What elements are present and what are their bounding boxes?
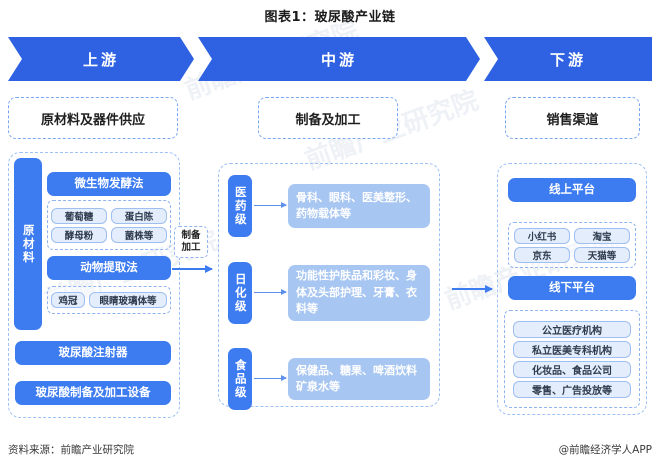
downstream-offline-platform[interactable]: 线下平台 (508, 276, 636, 300)
tag-tmall[interactable]: 天猫等 (574, 246, 630, 263)
header-downstream: 销售渠道 (505, 97, 640, 139)
downstream-online-platform[interactable]: 线上平台 (508, 178, 636, 202)
stage-upstream[interactable]: 上游 (8, 37, 194, 81)
tag-jd[interactable]: 京东 (514, 246, 570, 263)
tag-strain[interactable]: 菌株等 (111, 226, 167, 243)
tag-public-hospital[interactable]: 公立医疗机构 (513, 320, 631, 338)
midstream-detail-daily: 功能性护肤品和彩妆、身体及头部护理、牙膏、衣料等 (288, 265, 430, 321)
arrow-pharma (254, 201, 287, 209)
stage-downstream[interactable]: 下游 (484, 37, 652, 81)
downstream-offline-tags: 公立医疗机构 私立医美专科机构 化妆品、食品公司 零售、广告投放等 (504, 310, 640, 408)
stage-midstream[interactable]: 中游 (198, 37, 480, 81)
source-note: 资料来源：前瞻产业研究院 (8, 444, 134, 456)
upstream-animal-tags: 鸡冠 眼睛玻璃体等 (47, 286, 171, 314)
downstream-frame (497, 163, 647, 415)
header-upstream: 原材料及器件供应 (8, 97, 178, 139)
brand-credit: @前瞻经济学人APP (558, 444, 652, 456)
tag-glucose[interactable]: 葡萄糖 (51, 207, 107, 224)
upstream-equipment-machinery[interactable]: 玻尿酸制备及加工设备 (15, 381, 171, 405)
tag-retail-ads[interactable]: 零售、广告投放等 (513, 380, 631, 398)
downstream-online-tags: 小红书 淘宝 京东 天猫等 (508, 222, 636, 268)
midstream-grade-food[interactable]: 食品级 (228, 348, 252, 410)
tag-yeast[interactable]: 酵母粉 (51, 226, 107, 243)
upstream-frame (8, 152, 180, 418)
connector-label-line1: 制备 (181, 230, 201, 242)
connector-label-line2: 加工 (181, 242, 201, 253)
midstream-detail-food: 保健品、糖果、啤酒饮料矿泉水等 (288, 358, 430, 400)
midstream-frame (218, 163, 440, 407)
upstream-side-label: 原材料 (14, 158, 42, 330)
tag-vitreous[interactable]: 眼睛玻璃体等 (89, 292, 167, 308)
midstream-grade-daily[interactable]: 日化级 (228, 262, 252, 324)
tag-cockscomb[interactable]: 鸡冠 (51, 292, 85, 308)
page-title: 图表1：玻尿酸产业链 (264, 10, 396, 25)
tag-cosmetics-company[interactable]: 化妆品、食品公司 (513, 360, 631, 378)
stage-banner: 上游 中游 下游 (8, 37, 652, 81)
arrow-upstream-to-midstream (172, 264, 213, 273)
tag-private-clinic[interactable]: 私立医美专科机构 (513, 340, 631, 358)
connector-label-processing: 制备 加工 (174, 226, 208, 258)
upstream-method-animal[interactable]: 动物提取法 (47, 256, 171, 280)
upstream-equipment-injector[interactable]: 玻尿酸注射器 (15, 341, 171, 365)
tag-xiaohongshu[interactable]: 小红书 (514, 227, 570, 244)
midstream-grade-pharma[interactable]: 医药级 (228, 175, 252, 237)
arrow-food (254, 374, 287, 382)
midstream-detail-pharma: 骨科、眼科、医美整形、药物载体等 (288, 184, 430, 228)
upstream-fermentation-tags: 葡萄糖 蛋白陈 酵母粉 菌株等 (47, 200, 171, 250)
upstream-method-fermentation[interactable]: 微生物发酵法 (47, 172, 171, 196)
tag-peptone[interactable]: 蛋白陈 (111, 207, 167, 224)
header-midstream: 制备及加工 (258, 97, 398, 139)
arrow-daily (254, 288, 287, 296)
arrow-midstream-to-downstream (452, 284, 493, 293)
tag-taobao[interactable]: 淘宝 (574, 227, 630, 244)
